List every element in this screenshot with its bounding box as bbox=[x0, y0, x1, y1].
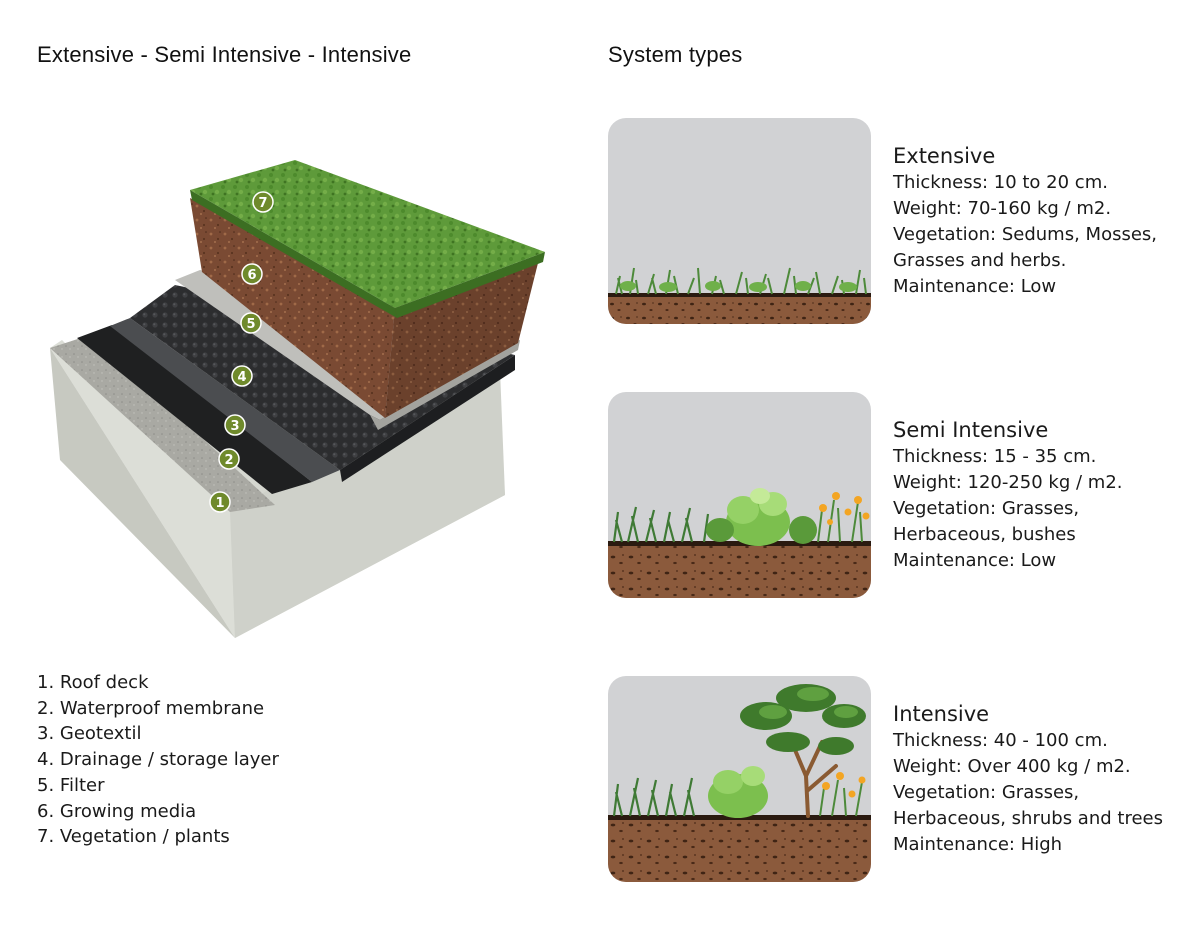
badge-layer-6: 6 bbox=[241, 263, 263, 285]
semi-intensive-details: Semi Intensive Thickness: 15 - 35 cm. We… bbox=[893, 416, 1123, 574]
system-name: Extensive bbox=[893, 144, 996, 168]
vegetation-layer bbox=[190, 160, 545, 318]
system-thickness: Thickness: 10 to 20 cm. bbox=[893, 172, 1108, 193]
system-weight: Weight: 70-160 kg / m2. bbox=[893, 198, 1112, 219]
extensive-details: Extensive Thickness: 10 to 20 cm. Weight… bbox=[893, 142, 1157, 300]
system-vegetation: Vegetation: Sedums, Mosses, bbox=[893, 224, 1158, 245]
system-intensive: Intensive Thickness: 40 - 100 cm. Weight… bbox=[608, 676, 1200, 886]
system-vegetation: Vegetation: Grasses, bbox=[893, 782, 1080, 803]
legend-item: 4. Drainage / storage layer bbox=[37, 749, 279, 771]
legend-item: 6. Growing media bbox=[37, 800, 197, 822]
system-vegetation: Vegetation: Grasses, bbox=[893, 498, 1080, 519]
badge-layer-2: 2 bbox=[218, 448, 240, 470]
svg-text:1: 1 bbox=[215, 496, 224, 511]
system-semi-intensive: Semi Intensive Thickness: 15 - 35 cm. We… bbox=[608, 392, 1200, 602]
system-maintenance: Maintenance: High bbox=[893, 834, 1063, 855]
intensive-illustration bbox=[608, 676, 871, 882]
legend-item: 1. Roof deck bbox=[37, 672, 149, 693]
legend-item: 7. Vegetation / plants bbox=[37, 826, 230, 848]
badge-layer-3: 3 bbox=[224, 414, 246, 436]
system-thickness: Thickness: 40 - 100 cm. bbox=[893, 730, 1108, 751]
system-weight: Weight: 120-250 kg / m2. bbox=[893, 472, 1123, 493]
system-name: Semi Intensive bbox=[893, 418, 1049, 442]
svg-text:3: 3 bbox=[230, 419, 239, 434]
system-extensive: Extensive Thickness: 10 to 20 cm. Weight… bbox=[608, 118, 1200, 328]
svg-text:2: 2 bbox=[224, 453, 233, 468]
badge-layer-7: 7 bbox=[252, 191, 274, 213]
system-vegetation-cont: Grasses and herbs. bbox=[893, 250, 1067, 271]
geotextile-layer bbox=[110, 318, 340, 482]
system-maintenance: Maintenance: Low bbox=[893, 550, 1057, 571]
badge-layer-1: 1 bbox=[209, 491, 231, 513]
svg-text:6: 6 bbox=[247, 268, 256, 283]
svg-text:7: 7 bbox=[258, 196, 267, 211]
system-name: Intensive bbox=[893, 702, 990, 726]
waterproof-membrane-layer bbox=[77, 325, 312, 494]
system-maintenance: Maintenance: Low bbox=[893, 276, 1057, 297]
diagram-title: Extensive - Semi Intensive - Intensive bbox=[37, 42, 412, 67]
system-weight: Weight: Over 400 kg / m2. bbox=[893, 756, 1131, 777]
badge-layer-4: 4 bbox=[231, 365, 253, 387]
legend-item: 3. Geotextil bbox=[37, 723, 142, 745]
system-thickness: Thickness: 15 - 35 cm. bbox=[893, 446, 1097, 467]
semi-intensive-illustration bbox=[608, 392, 871, 598]
badge-layer-5: 5 bbox=[240, 312, 262, 334]
svg-text:5: 5 bbox=[246, 317, 255, 332]
growing-media-layer bbox=[190, 198, 540, 418]
legend-item: 2. Waterproof membrane bbox=[37, 697, 265, 719]
system-vegetation-cont: Herbaceous, shrubs and trees bbox=[893, 808, 1163, 829]
system-vegetation-cont: Herbaceous, bushes bbox=[893, 524, 1076, 545]
legend-item: 5. Filter bbox=[37, 774, 105, 796]
svg-text:4: 4 bbox=[237, 370, 246, 385]
layer-legend: 1. Roof deck 2. Waterproof membrane 3. G… bbox=[37, 670, 279, 850]
green-roof-layers-diagram: 1 2 3 4 5 6 7 bbox=[50, 160, 545, 638]
intensive-details: Intensive Thickness: 40 - 100 cm. Weight… bbox=[893, 700, 1163, 858]
extensive-illustration bbox=[608, 118, 871, 324]
system-types-title: System types bbox=[608, 42, 743, 67]
